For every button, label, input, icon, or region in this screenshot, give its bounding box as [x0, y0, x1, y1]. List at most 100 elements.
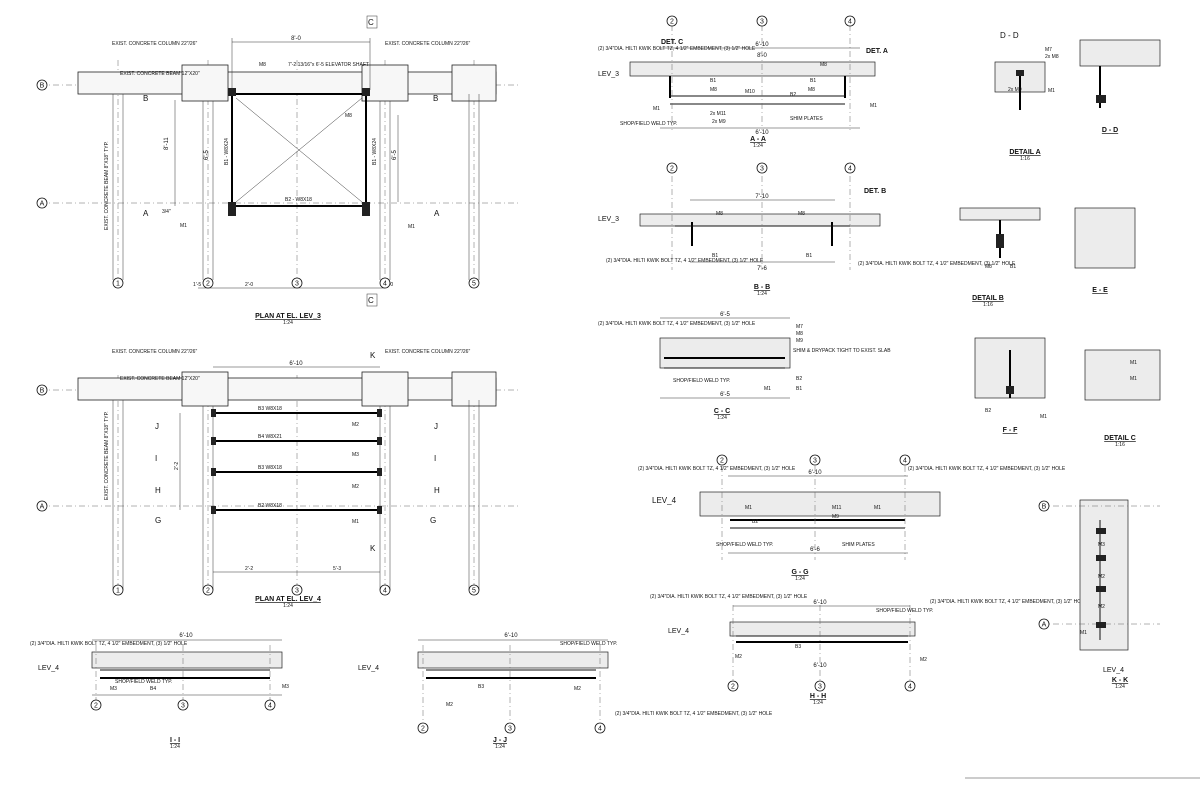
svg-text:3: 3 — [760, 166, 764, 173]
svg-text:2: 2 — [206, 588, 210, 595]
grid-bubble-b-lev4: B — [36, 384, 48, 396]
grid-bubble-4: 4 — [379, 277, 391, 289]
hh-anchor-r: (2) 3/4"DIA. HILTI KWIK BOLT TZ, 4 1/2" … — [930, 599, 1088, 605]
svg-text:1: 1 — [116, 588, 120, 595]
aa-bubble-2: 2 — [666, 15, 678, 27]
det-c-m1c: M1 — [1040, 414, 1047, 420]
grid-bubble-2: 2 — [202, 277, 214, 289]
aa-bubble-4: 4 — [844, 15, 856, 27]
dim-bottom-right-4: 5'-3 — [333, 566, 341, 572]
dim-top-4: 6'-10 — [289, 361, 303, 367]
bb-m8a: M8 — [716, 211, 723, 217]
section-h-h: 6'-10 6'-10 LEV_4 B3 M2 M2 (2) 3/4"DIA. … — [650, 594, 1088, 706]
gg-m11: M11 — [832, 505, 842, 511]
gg-m1b: M1 — [874, 505, 881, 511]
cc-m7: M7 — [796, 324, 803, 330]
svg-text:5: 5 — [472, 588, 476, 595]
det-c-title: DETAIL C — [1104, 435, 1136, 442]
aa-deta: DET. A — [866, 48, 888, 55]
svg-text:2: 2 — [720, 458, 724, 465]
svg-text:B: B — [40, 83, 45, 90]
section-j-right: J — [434, 422, 438, 431]
section-i-left: I — [155, 454, 157, 463]
gg-bubble-2: 2 — [716, 454, 728, 466]
jj-scale: 1:24 — [495, 744, 505, 750]
svg-text:B: B — [1042, 504, 1047, 511]
bb-detb: DET. B — [864, 188, 886, 195]
svg-text:2: 2 — [94, 703, 98, 710]
bb-bubble-2: 2 — [666, 162, 678, 174]
svg-text:2: 2 — [206, 281, 210, 288]
det-a-m7: M7 — [1045, 47, 1052, 53]
bb-dim: 7'-10 — [755, 194, 769, 200]
section-j-left: J — [155, 422, 159, 431]
section-c-c: 6'-5 6'-5 SHIM & DRYPACK TIGHT TO EXIST.… — [598, 312, 891, 421]
det-c-m1b: M1 — [1130, 376, 1137, 382]
mark-m1-b: M1 — [408, 224, 415, 230]
grid-bubble-a-lev4: A — [36, 500, 48, 512]
ii-scale: 1:24 — [170, 744, 180, 750]
cc-m9: M9 — [796, 338, 803, 344]
jj-dim: 6'-10 — [504, 633, 518, 639]
mark-m2-b: M2 — [352, 484, 359, 490]
section-a-left: A — [143, 209, 149, 218]
det-b-m8: M8 — [985, 264, 992, 270]
mark-m1-a: M1 — [180, 223, 187, 229]
ii-weld: SHOP/FIELD WELD TYP. — [115, 679, 172, 685]
ii-title: I - I — [170, 737, 180, 744]
grid-bubble-3: 3 — [291, 277, 303, 289]
detail-c: M1 M1 B2 M1 F - F DETAIL C 1:16 — [974, 337, 1161, 448]
detail-a: D - D M7 2x M8 2x M9 M1 D - D DETAIL A 1… — [994, 31, 1161, 162]
svg-text:A: A — [40, 201, 45, 208]
column-note-left-4: EXIST. CONCRETE COLUMN 22"/26" — [112, 349, 197, 355]
gg-anchor: (2) 3/4"DIA. HILTI KWIK BOLT TZ, 4 1/2" … — [638, 466, 796, 472]
cc-shim: SHIM & DRYPACK TIGHT TO EXIST. SLAB — [793, 348, 891, 354]
svg-text:2: 2 — [670, 19, 674, 26]
svg-text:3: 3 — [295, 588, 299, 595]
svg-text:B: B — [40, 388, 45, 395]
gg-title: G - G — [791, 569, 809, 576]
dim-top: 8'-0 — [291, 36, 301, 42]
kk-m2b: M2 — [1098, 604, 1105, 610]
det-a-d-top: D - D — [1000, 31, 1019, 40]
svg-text:3: 3 — [760, 19, 764, 26]
cc-b2: B2 — [796, 376, 802, 382]
cc-b1: B1 — [796, 386, 802, 392]
hh-m2b: M2 — [920, 657, 927, 663]
det-a-m9: 2x M9 — [1008, 87, 1022, 93]
bb-scale: 1:24 — [757, 291, 767, 297]
beam-side-note: EXIST. CONCRETE BEAM 8"X18" TYP. — [104, 141, 110, 230]
dim-bottom-left: 1'-5 — [193, 282, 201, 288]
bb-title: B - B — [754, 284, 770, 291]
beam-note-4: EXIST. CONCRETE BEAM 12"X20" — [120, 376, 200, 382]
kk-m3: M3 — [1098, 542, 1105, 548]
mark-m8-a: M8 — [259, 62, 266, 68]
det-c-sec: F - F — [1003, 427, 1018, 434]
section-k-k: M3 M2 M2 M1 LEV_4 B A K - K 1:24 — [1038, 499, 1160, 690]
svg-text:3: 3 — [181, 703, 185, 710]
ii-bubble-4: 4 — [264, 699, 276, 711]
hh-b3: B3 — [795, 644, 801, 650]
jj-bubble-3: 3 — [504, 722, 516, 734]
beam-b1-right: B1 - W8X24 — [372, 138, 378, 165]
det-c-scale: 1:16 — [1115, 442, 1125, 448]
aa-m8c: M8 — [820, 62, 827, 68]
detail-b: M8 B1 E - E DETAIL B 1:16 — [959, 207, 1136, 308]
svg-text:4: 4 — [848, 19, 852, 26]
cc-dim2: 6'-5 — [720, 392, 730, 398]
det-b-title: DETAIL B — [972, 295, 1004, 302]
mark-m1: M1 — [352, 519, 359, 525]
beam-label-3: B3 W8X18 — [258, 465, 282, 471]
gg-scale: 1:24 — [795, 576, 805, 582]
kk-bubble-b: B — [1038, 500, 1050, 512]
dim-inner: 6'-5 — [204, 150, 210, 160]
section-h-right: H — [434, 486, 440, 495]
kk-lev: LEV_4 — [1103, 667, 1124, 674]
svg-text:4: 4 — [908, 684, 912, 691]
det-a-m1: M1 — [1048, 88, 1055, 94]
hh-dim2: 6'-10 — [813, 663, 827, 669]
aa-b1: B1 — [710, 78, 716, 84]
aa-b2: B2 — [790, 92, 796, 98]
ii-mark-a: M3 — [110, 686, 117, 692]
gg-anchor-r: (2) 3/4"DIA. HILTI KWIK BOLT TZ, 4 1/2" … — [908, 466, 1066, 472]
